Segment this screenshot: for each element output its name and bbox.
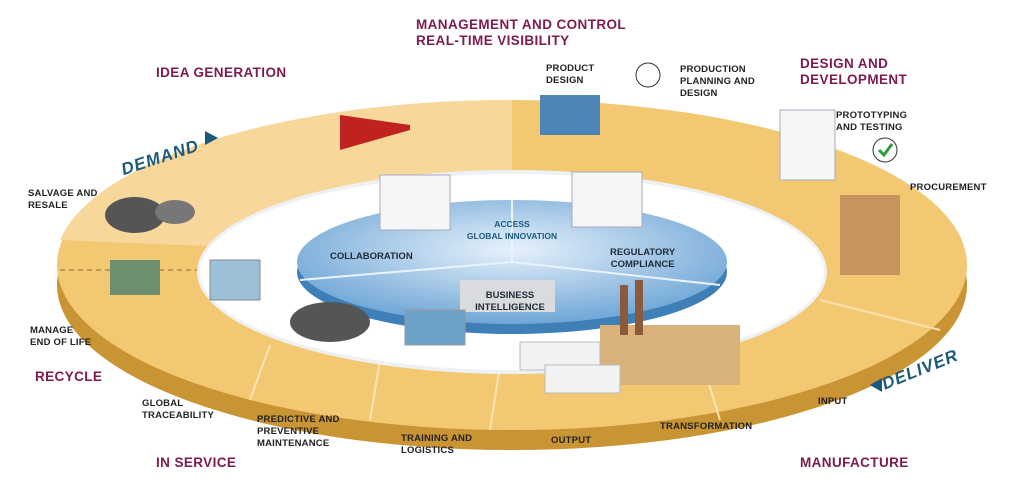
center-business-intelligence: BUSINESS INTELLIGENCE	[475, 290, 545, 313]
step-traceability: GLOBAL TRACEABILITY	[142, 398, 215, 421]
center-access-innovation: ACCESS GLOBAL INNOVATION	[466, 219, 558, 241]
collab-board	[379, 174, 451, 231]
bi-desk	[460, 280, 555, 312]
step-transformation: TRANSFORMATION	[660, 421, 753, 432]
design-table	[540, 95, 600, 135]
traceability-map	[209, 259, 261, 301]
step-product-design: PRODUCT DESIGN	[546, 63, 595, 86]
engine-parts	[105, 197, 165, 233]
stage-idea-generation: IDEA GENERATION	[156, 65, 287, 80]
step-end-of-life: MANAGE END OF LIFE	[30, 325, 92, 348]
stage-design-development: DESIGN AND DEVELOPMENT	[800, 56, 908, 87]
recycle-truck	[110, 260, 160, 295]
lightbulb-icon	[635, 62, 661, 88]
testing-board	[779, 109, 836, 181]
deliver-arrow-icon	[870, 378, 882, 392]
center-collaboration: COLLABORATION	[330, 251, 413, 262]
procurement-boxes	[840, 195, 900, 275]
step-salvage: SALVAGE AND RESALE	[28, 188, 98, 211]
truck-2	[544, 364, 621, 394]
check-icon	[872, 137, 898, 163]
demand-arrow-icon	[205, 131, 218, 145]
step-production-planning: PRODUCTION PLANNING AND DESIGN	[680, 64, 755, 99]
idea-funnel	[340, 115, 410, 150]
stage-in-service: IN SERVICE	[156, 455, 237, 470]
step-training: TRAINING AND LOGISTICS	[401, 433, 473, 456]
center-regulatory: REGULATORY COMPLIANCE	[610, 247, 676, 270]
stage-recycle: RECYCLE	[35, 369, 103, 384]
step-maintenance: PREDICTIVE AND PREVENTIVE MAINTENANCE	[257, 414, 340, 449]
step-procurement: PROCUREMENT	[910, 182, 987, 193]
stage-management: MANAGEMENT AND CONTROL REAL-TIME VISIBIL…	[416, 17, 627, 48]
step-prototyping: PROTOTYPING AND TESTING	[836, 110, 908, 133]
training-screen	[404, 309, 466, 346]
step-output: OUTPUT	[551, 435, 592, 446]
compliance-board	[571, 171, 643, 228]
stage-manufacture: MANUFACTURE	[800, 455, 909, 470]
jet-engine	[290, 302, 370, 342]
step-input: INPUT	[818, 396, 848, 407]
